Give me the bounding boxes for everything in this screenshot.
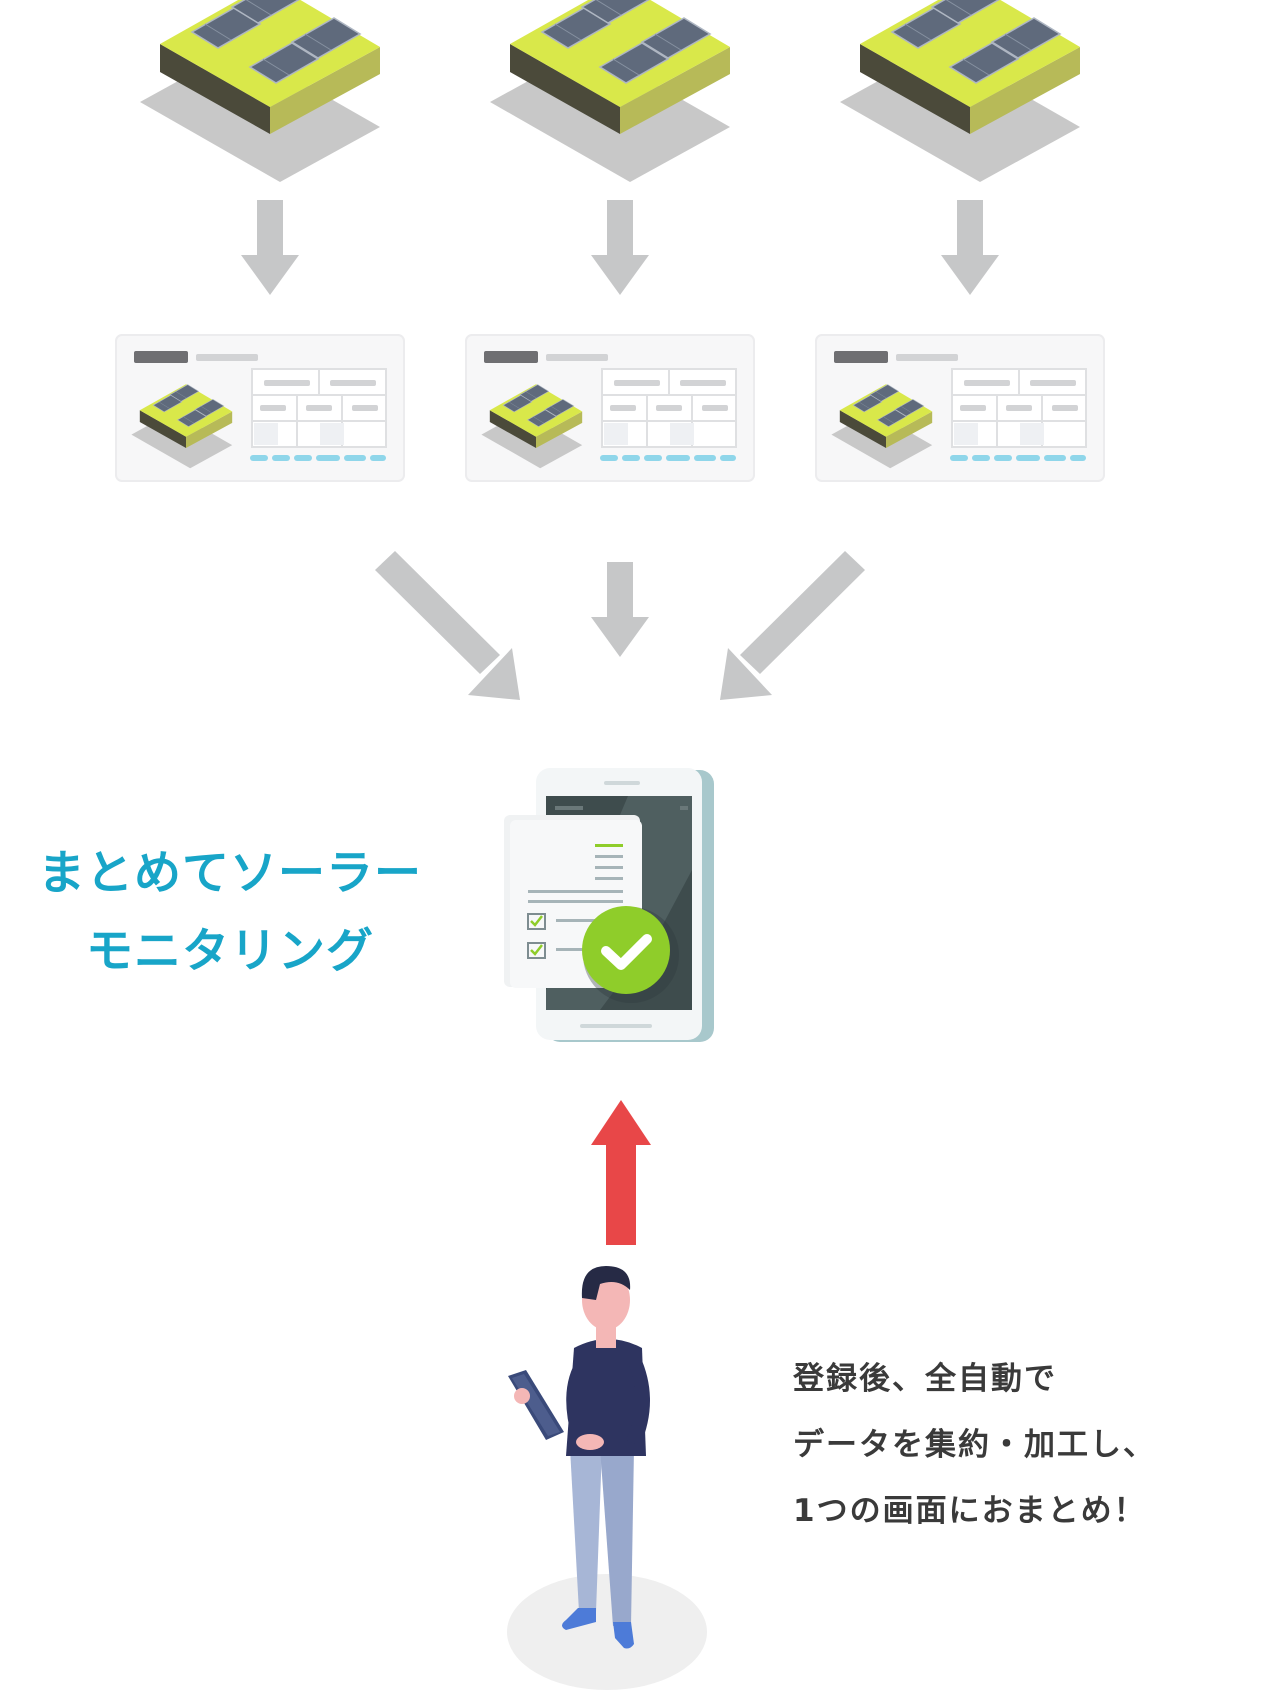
- arrow-down-icon-3: [941, 200, 999, 295]
- dashboard-card-2: [466, 335, 754, 481]
- arrow-down-icon-2: [591, 200, 649, 295]
- solar-plant-icon-3: [839, 0, 1081, 183]
- dashboard-card-1: [116, 335, 404, 481]
- solar-plant-icon-1: [139, 0, 381, 183]
- headline-line-2: モニタリング: [86, 924, 374, 979]
- arrow-up-red-icon: [591, 1100, 651, 1245]
- dashboard-card-3: [816, 335, 1104, 481]
- smartphone-check-icon: [504, 768, 714, 1042]
- person-with-tablet-icon: [507, 1266, 707, 1690]
- headline-line-1: まとめてソーラー: [38, 846, 422, 901]
- description-line-2: データを集約・加工し、: [793, 1427, 1156, 1463]
- description-line-3: 1つの画面におまとめ！: [793, 1493, 1147, 1529]
- arrow-down-icon-1: [241, 200, 299, 295]
- headline: まとめてソーラー モニタリング: [0, 835, 460, 991]
- arrow-down-center-icon: [591, 562, 649, 657]
- arrow-diagonal-left-icon: [720, 551, 865, 700]
- solar-plant-icon-2: [489, 0, 731, 183]
- description: 登録後、全自動で データを集約・加工し、 1つの画面におまとめ！: [793, 1346, 1263, 1544]
- arrow-diagonal-right-icon: [375, 551, 520, 700]
- description-line-1: 登録後、全自動で: [793, 1361, 1057, 1397]
